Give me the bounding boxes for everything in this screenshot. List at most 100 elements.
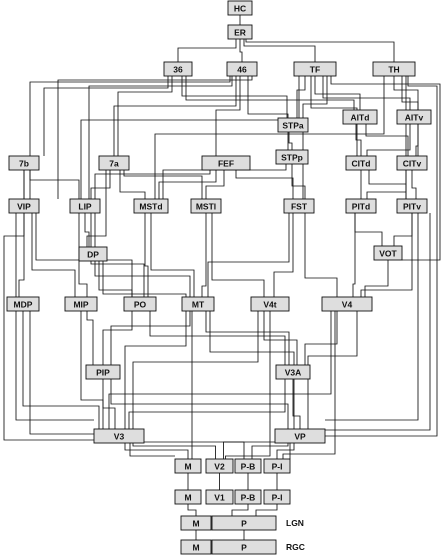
side-label-rgc: RGC	[286, 542, 305, 552]
area-node-label: CITv	[403, 159, 422, 169]
area-node-label: MSTd	[139, 202, 162, 212]
connection-line	[325, 213, 431, 431]
area-node-tf: TF	[293, 61, 337, 77]
area-node-box	[342, 109, 378, 125]
connection-line	[243, 39, 316, 62]
area-node-a46: 46	[226, 61, 258, 77]
connection-line	[325, 213, 419, 421]
connection-line	[288, 132, 293, 150]
connection-line	[223, 441, 285, 459]
connection-line	[132, 311, 259, 429]
connection-line	[86, 311, 94, 365]
area-node-citd: CITd	[345, 155, 377, 171]
area-node-label: V2	[214, 462, 225, 472]
connection-line	[330, 76, 441, 261]
connection-line	[94, 213, 191, 297]
area-node-label: P-I	[272, 462, 283, 472]
connection-line	[201, 213, 207, 297]
connection-line	[149, 311, 286, 365]
area-node-label: P-B	[241, 462, 256, 472]
area-node-a7a: 7a	[98, 155, 130, 171]
area-node-box	[263, 489, 291, 505]
area-node-box	[211, 539, 277, 555]
area-node-box	[227, 0, 253, 16]
connection-line	[31, 213, 76, 297]
connection-line	[124, 311, 187, 429]
area-node-v1pi: P-I	[263, 489, 291, 505]
connection-line	[415, 124, 419, 156]
area-node-vip: VIP	[8, 198, 40, 214]
area-node-box	[396, 155, 428, 171]
connection-line	[22, 311, 100, 429]
area-node-box	[396, 109, 432, 125]
area-node-lgnp: P	[211, 515, 277, 531]
area-node-v4t: V4t	[250, 296, 290, 312]
area-node-lgnm: M	[180, 515, 212, 531]
area-node-label: TH	[388, 65, 399, 75]
area-node-label: V4t	[263, 300, 276, 310]
connection-line	[205, 311, 290, 365]
connection-line	[282, 311, 336, 459]
connection-line	[304, 213, 338, 297]
connection-line	[185, 76, 355, 110]
connection-line	[304, 311, 338, 365]
connection-line	[57, 76, 253, 199]
area-node-box	[250, 296, 290, 312]
area-node-pitd: PITd	[345, 198, 377, 214]
connection-line	[150, 213, 195, 297]
area-node-v3a: V3A	[275, 364, 311, 380]
connection-line	[102, 311, 133, 365]
area-node-v2pi: P-I	[263, 458, 291, 474]
area-node-v2: V2	[205, 458, 234, 474]
connection-line	[352, 213, 356, 297]
area-node-rgcp: P	[211, 539, 277, 555]
area-node-box	[205, 489, 234, 505]
area-node-box	[78, 246, 108, 262]
connection-line	[291, 164, 306, 199]
area-node-label: STPa	[282, 121, 304, 131]
area-node-po: PO	[123, 296, 157, 312]
area-node-mstl: MSTl	[190, 198, 222, 214]
area-node-mdp: MDP	[6, 296, 40, 312]
area-node-box	[234, 458, 262, 474]
area-node-box	[211, 515, 277, 531]
area-node-a7b: 7b	[8, 155, 40, 171]
area-node-box	[6, 296, 40, 312]
area-node-label: 7a	[109, 159, 119, 169]
connection-line	[15, 213, 94, 421]
connection-line	[255, 504, 278, 516]
area-node-label: CITd	[352, 159, 371, 169]
area-node-box	[396, 198, 428, 214]
area-node-v2m: M	[174, 458, 202, 474]
connection-line	[136, 441, 245, 459]
connection-line	[90, 213, 145, 297]
connection-line	[310, 76, 358, 156]
area-node-label: AITv	[405, 113, 424, 123]
area-node-label: PIP	[96, 368, 110, 378]
area-node-label: P-B	[241, 493, 256, 503]
connection-line	[43, 76, 169, 156]
connection-line	[102, 261, 187, 297]
connection-line	[84, 213, 90, 247]
area-node-mip: MIP	[64, 296, 98, 312]
area-node-box	[174, 458, 202, 474]
area-node-box	[69, 198, 101, 214]
area-node-label: P	[241, 543, 247, 553]
area-node-box	[98, 155, 130, 171]
area-node-hc: HC	[227, 0, 253, 16]
area-node-box	[180, 515, 212, 531]
connection-line	[322, 76, 411, 110]
area-node-label: DP	[87, 250, 99, 260]
area-node-lip: LIP	[69, 198, 101, 214]
area-node-label: MDP	[14, 300, 33, 310]
connection-line	[366, 170, 407, 199]
connection-line	[86, 170, 107, 247]
area-node-dp: DP	[78, 246, 108, 262]
connection-line	[18, 213, 25, 297]
area-node-box	[345, 155, 377, 171]
area-node-label: MT	[192, 300, 205, 310]
area-node-box	[345, 198, 377, 214]
connection-line	[365, 124, 409, 156]
connection-line	[158, 170, 217, 199]
connection-line	[207, 213, 290, 297]
